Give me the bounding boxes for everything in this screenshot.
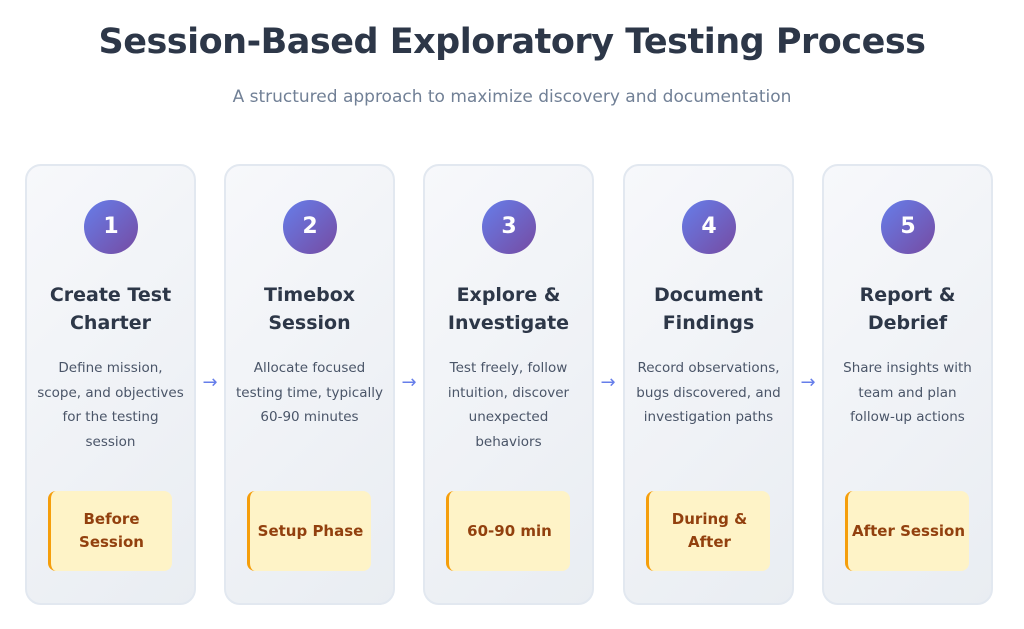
step-timing-badge: After Session bbox=[845, 491, 969, 571]
step-number-badge: 5 bbox=[881, 200, 935, 254]
step-title: Timebox Session bbox=[263, 284, 356, 334]
step-timing-label: Before Session bbox=[79, 510, 144, 551]
arrow-right-icon: → bbox=[202, 372, 218, 393]
step-card-1: 1 Create Test Charter Define mission, sc… bbox=[25, 164, 196, 605]
step-card-3: 3 Explore & Investigate Test freely, fol… bbox=[423, 164, 594, 605]
page-title: Session-Based Exploratory Testing Proces… bbox=[98, 22, 927, 62]
step-timing-badge: Before Session bbox=[48, 491, 172, 571]
step-title: Report & Debrief bbox=[859, 284, 956, 334]
step-timing-label: During & After bbox=[671, 510, 748, 551]
step-description: Define mission, scope, and objectives fo… bbox=[37, 360, 184, 450]
step-card-4: 4 Document Findings Record observations,… bbox=[623, 164, 794, 605]
step-number-badge: 3 bbox=[482, 200, 536, 254]
step-timing-badge: 60-90 min bbox=[446, 491, 570, 571]
step-timing-badge: Setup Phase bbox=[247, 491, 371, 571]
step-number-badge: 2 bbox=[283, 200, 337, 254]
step-description: Allocate focused testing time, typically… bbox=[236, 360, 383, 425]
step-timing-badge: During & After bbox=[646, 491, 770, 571]
step-description: Share insights with team and plan follow… bbox=[843, 360, 972, 425]
arrow-right-icon: → bbox=[800, 372, 816, 393]
step-timing-label: Setup Phase bbox=[257, 521, 364, 540]
step-card-2: 2 Timebox Session Allocate focused testi… bbox=[224, 164, 395, 605]
step-card-5: 5 Report & Debrief Share insights with t… bbox=[822, 164, 993, 605]
step-number-badge: 1 bbox=[84, 200, 138, 254]
step-title: Document Findings bbox=[654, 284, 763, 334]
step-title: Explore & Investigate bbox=[447, 284, 570, 334]
step-title: Create Test Charter bbox=[49, 284, 172, 334]
step-description: Record observations, bugs discovered, an… bbox=[636, 360, 781, 425]
page-subtitle: A structured approach to maximize discov… bbox=[232, 87, 792, 107]
step-number-badge: 4 bbox=[682, 200, 736, 254]
arrow-right-icon: → bbox=[600, 372, 616, 393]
step-timing-label: 60-90 min bbox=[467, 521, 552, 540]
step-timing-label: After Session bbox=[851, 521, 966, 540]
step-description: Test freely, follow intuition, discover … bbox=[447, 360, 570, 450]
arrow-right-icon: → bbox=[401, 372, 417, 393]
